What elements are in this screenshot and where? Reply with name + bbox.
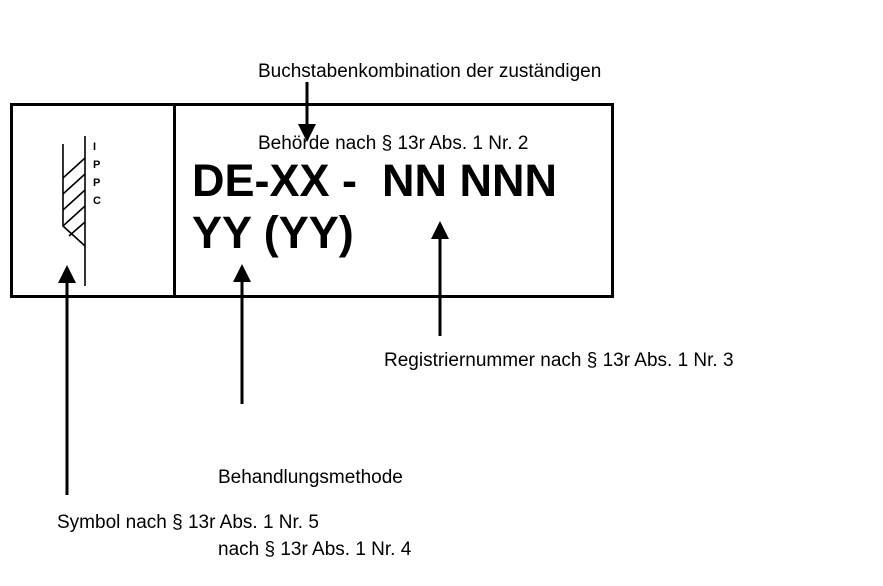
- ippc-letter: C: [93, 195, 101, 207]
- marking-box: I P P C: [10, 103, 614, 298]
- label-authority-line1: Buchstabenkombination der zuständigen: [258, 61, 602, 82]
- ippc-symbol-area: I P P C: [13, 106, 173, 295]
- label-authority: Buchstabenkombination der zuständigen Be…: [258, 12, 601, 180]
- marking-line-country-registry: DE-XX - NN NNN: [192, 155, 558, 206]
- arrow-symbol: [58, 265, 76, 495]
- label-symbol: Symbol nach § 13r Abs. 1 Nr. 5: [57, 512, 319, 533]
- ippc-letter: P: [93, 177, 100, 189]
- ippc-letter: I: [93, 141, 96, 153]
- marking-line-treatment: YY (YY): [192, 207, 354, 258]
- arrow-registry: [431, 221, 449, 336]
- label-registry: Registriernummer nach § 13r Abs. 1 Nr. 3: [384, 350, 734, 371]
- label-treatment-line2: nach § 13r Abs. 1 Nr. 4: [218, 539, 412, 560]
- ippc-wheat-ear-icon: I P P C: [62, 136, 101, 286]
- ippc-letter: P: [93, 159, 100, 171]
- arrow-authority: [298, 82, 316, 142]
- label-authority-line2: Behörde nach § 13r Abs. 1 Nr. 2: [258, 133, 529, 154]
- arrow-treatment: [233, 264, 251, 404]
- annotation-arrows: [58, 82, 449, 495]
- box-divider: [173, 106, 176, 295]
- label-treatment-line1: Behandlungsmethode: [218, 467, 403, 488]
